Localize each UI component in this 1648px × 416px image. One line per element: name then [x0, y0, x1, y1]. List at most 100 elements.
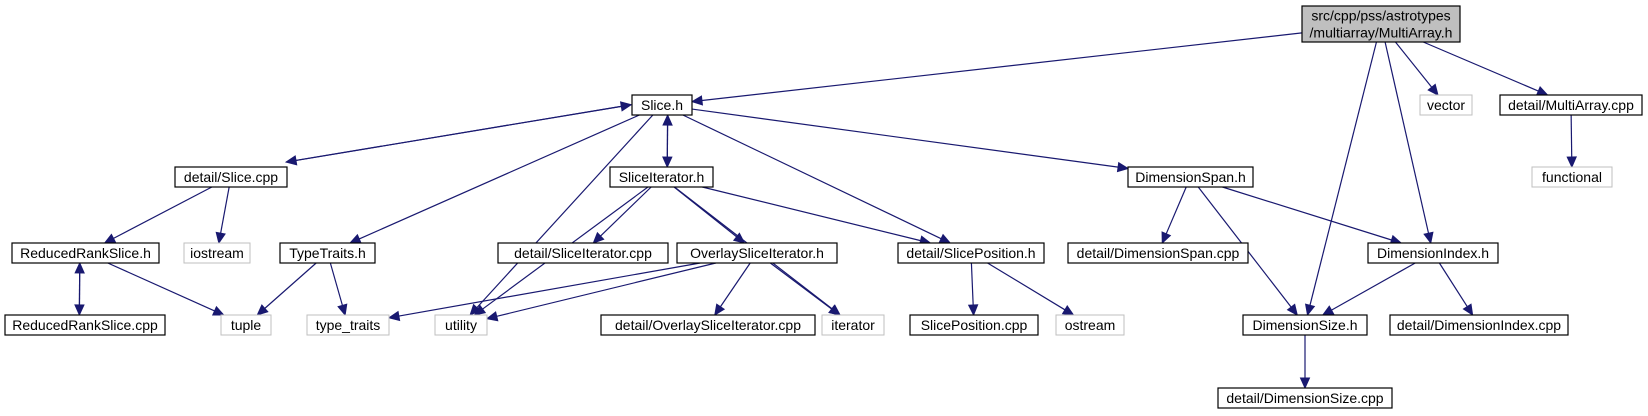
node-box [11, 242, 160, 264]
node-box [1531, 166, 1613, 188]
node-multiarray-h[interactable]: src/cpp/pss/astrotypes/multiarray/MultiA… [1301, 5, 1461, 43]
node-dimensionspan-h[interactable]: DimensionSpan.h [1127, 166, 1254, 188]
node-label: detail/SlicePosition.h [906, 245, 1035, 261]
node-box [821, 314, 885, 336]
edge-line [1165, 186, 1187, 235]
node-label: DimensionIndex.h [1377, 245, 1489, 261]
edge-arrowhead [1427, 83, 1439, 96]
edge-dimensionspan_h-to-detail_dimensionspan_cpp [1161, 186, 1187, 245]
edge-line [359, 114, 640, 240]
node-reducedrankslice-cpp[interactable]: ReducedRankSlice.cpp [4, 314, 166, 336]
edge-overlaysliceiterator_h-to-iterator [769, 262, 841, 316]
edge-overlaysliceiterator_h-to-type_traits [387, 262, 701, 322]
node-label: SlicePosition.cpp [921, 317, 1028, 333]
node-label: Slice.h [641, 97, 683, 113]
node-box [1067, 242, 1249, 264]
edge-detail_slice_cpp-to-iostream [215, 186, 230, 245]
node-detail-dimensionspan-cpp[interactable]: detail/DimensionSpan.cpp [1067, 242, 1249, 264]
node-box [279, 242, 376, 264]
node-detail-overlaysliceiterator-cpp[interactable]: detail/OverlaySliceIterator.cpp [600, 314, 816, 336]
edge-line [600, 186, 652, 237]
node-type-traits: type_traits [306, 314, 390, 336]
node-box [1301, 5, 1461, 43]
node-iterator: iterator [821, 314, 885, 336]
edge-arrowhead [1535, 86, 1549, 96]
node-box [1127, 166, 1254, 188]
edge-arrowhead [1423, 231, 1434, 245]
edge-arrowhead [215, 231, 226, 245]
node-box [1389, 314, 1569, 336]
edge-arrowhead [828, 304, 841, 316]
node-box [4, 314, 166, 336]
edge-line [220, 186, 230, 234]
node-label: /multiarray/MultiArray.h [1310, 25, 1453, 41]
node-sliceposition-cpp[interactable]: SlicePosition.cpp [909, 314, 1039, 336]
edge-arrowhead [732, 232, 746, 244]
node-box [183, 242, 251, 264]
node-label: ReducedRankSlice.cpp [12, 317, 158, 333]
edge-line [1384, 41, 1430, 234]
node-label: detail/SliceIterator.cpp [514, 245, 652, 261]
node-label: detail/DimensionSize.cpp [1226, 390, 1383, 406]
node-label: ostream [1065, 317, 1116, 333]
edge-arrowhead [256, 304, 269, 316]
node-label: OverlaySliceIterator.h [690, 245, 824, 261]
edge-line [113, 186, 213, 239]
edge-overlaysliceiterator_h-to-detail_overlaysliceiterator_cpp [714, 262, 751, 317]
node-iostream: iostream [183, 242, 251, 264]
edge-line [1222, 186, 1392, 241]
edge-arrowhead [473, 304, 487, 316]
node-detail-multiarray-cpp[interactable]: detail/MultiArray.cpp [1499, 94, 1643, 116]
edge-line [496, 262, 717, 317]
edge-line [107, 262, 215, 312]
edge-overlaysliceiterator_h-to-utility [485, 262, 717, 322]
edge-arrowhead [337, 303, 348, 317]
edge-arrowhead [469, 303, 482, 316]
edge-sliceiterator_h-to-slice_h [662, 113, 673, 168]
node-dimensionindex-h[interactable]: DimensionIndex.h [1367, 242, 1499, 264]
node-dimensionsize-h[interactable]: DimensionSize.h [1242, 314, 1368, 336]
node-detail-sliceiterator-cpp[interactable]: detail/SliceIterator.cpp [497, 242, 669, 264]
node-box [1055, 314, 1125, 336]
node-detail-dimensionsize-cpp[interactable]: detail/DimensionSize.cpp [1217, 387, 1393, 409]
edge-multiarray_h-to-detail_multiarray_cpp [1422, 41, 1549, 96]
edge-line [264, 262, 317, 309]
node-box [897, 242, 1045, 264]
edge-arrowhead [967, 304, 979, 317]
node-typetraits-h[interactable]: TypeTraits.h [279, 242, 376, 264]
node-label: ReducedRankSlice.h [20, 245, 151, 261]
node-box [306, 314, 390, 336]
node-box [174, 166, 288, 188]
node-box [1419, 94, 1473, 116]
node-box [609, 166, 714, 188]
edge-arrowhead [1061, 305, 1075, 316]
node-label: DimensionSize.h [1252, 317, 1357, 333]
node-detail-dimensionindex-cpp[interactable]: detail/DimensionIndex.cpp [1389, 314, 1569, 336]
node-label: iostream [190, 245, 244, 261]
edge-line [476, 114, 654, 309]
edge-arrowhead [387, 310, 401, 322]
node-label: detail/Slice.cpp [184, 169, 278, 185]
edge-line [1570, 114, 1573, 158]
node-box [497, 242, 669, 264]
edge-arrowhead [619, 101, 633, 112]
edge-line [398, 262, 701, 317]
edge-arrowhead [714, 303, 726, 317]
node-box [434, 314, 488, 336]
node-detail-sliceposition-h[interactable]: detail/SlicePosition.h [897, 242, 1045, 264]
node-sliceiterator-h[interactable]: SliceIterator.h [609, 166, 714, 188]
edge-detail_slice_cpp-to-reducedrankslice_h [103, 186, 213, 244]
nodes-layer: src/cpp/pss/astrotypes/multiarray/MultiA… [4, 5, 1643, 409]
node-overlaysliceiterator-h[interactable]: OverlaySliceIterator.h [676, 242, 838, 264]
node-box [1499, 94, 1643, 116]
edge-arrowhead [1161, 231, 1172, 245]
node-reducedrankslice-h[interactable]: ReducedRankSlice.h [11, 242, 160, 264]
node-ostream: ostream [1055, 314, 1125, 336]
node-box [1367, 242, 1499, 264]
node-detail-slice-cpp[interactable]: detail/Slice.cpp [174, 166, 288, 188]
node-label: detail/DimensionSpan.cpp [1077, 245, 1240, 261]
node-functional: functional [1531, 166, 1613, 188]
node-box [676, 242, 838, 264]
node-slice-h[interactable]: Slice.h [631, 94, 693, 116]
